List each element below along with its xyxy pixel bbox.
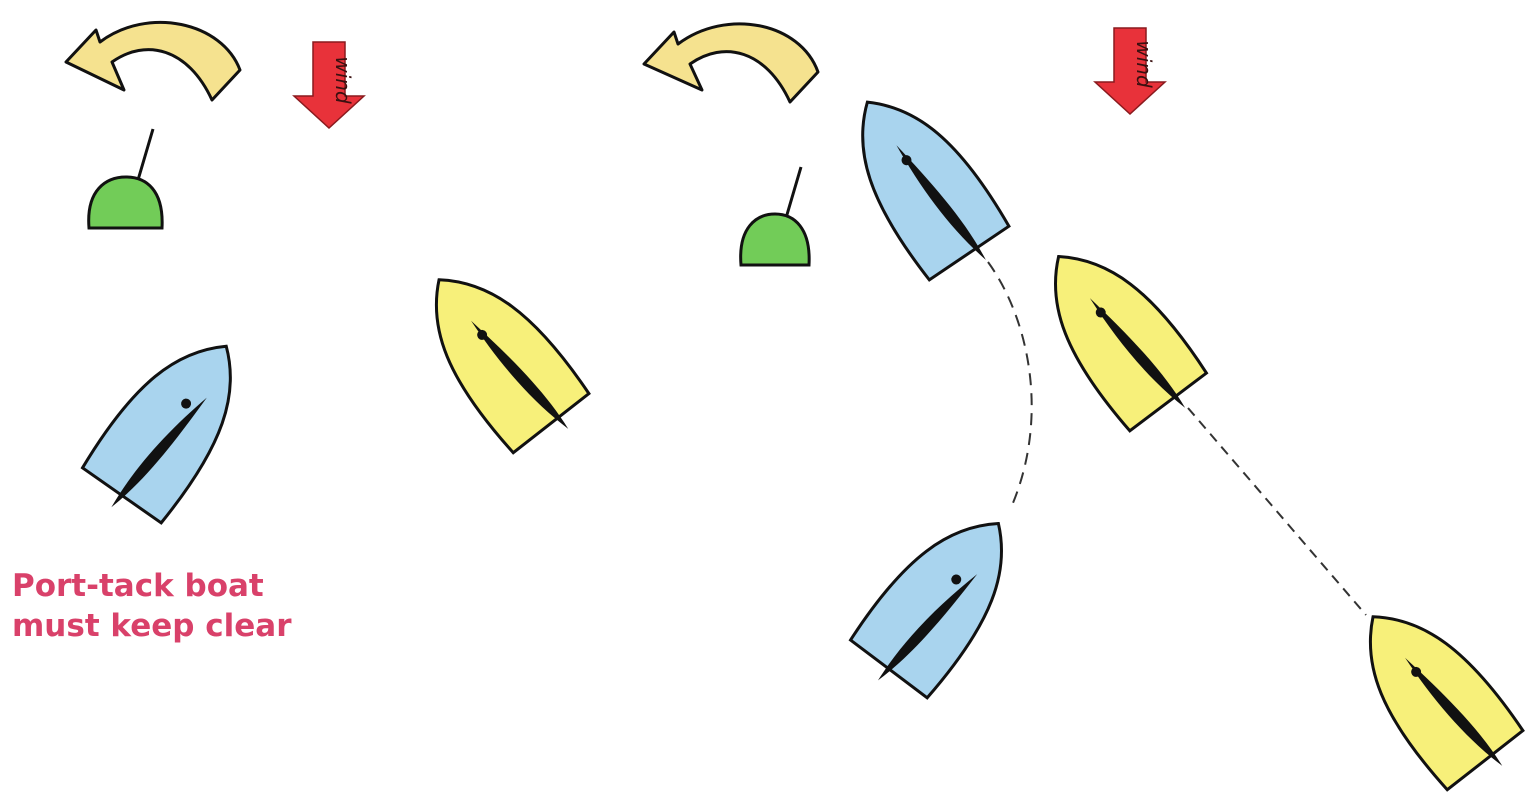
wind-arrow-icon: wind bbox=[294, 42, 364, 128]
wind-label: wind bbox=[1132, 40, 1156, 88]
starboard-boat-track bbox=[1188, 408, 1366, 615]
right-panel: wind bbox=[644, 24, 1526, 794]
starboard-tack-boat-position-1 bbox=[1334, 586, 1526, 794]
buoy-icon bbox=[89, 129, 162, 228]
port-tack-boat bbox=[72, 318, 267, 537]
port-tack-boat-position-1 bbox=[840, 494, 1038, 712]
curved-arrow-left-icon bbox=[644, 24, 818, 102]
port-tack-boat-position-2 bbox=[826, 74, 1018, 293]
starboard-tack-boat-position-2 bbox=[1019, 227, 1217, 444]
buoy-icon bbox=[741, 167, 809, 265]
wind-arrow-icon: wind bbox=[1095, 28, 1165, 114]
curved-arrow-left-icon bbox=[66, 22, 240, 100]
caption-line-2: must keep clear bbox=[12, 606, 291, 646]
port-boat-track bbox=[988, 262, 1032, 510]
wind-label: wind bbox=[331, 56, 355, 104]
left-panel: wind bbox=[66, 22, 599, 536]
rule-caption: Port-tack boat must keep clear bbox=[12, 566, 291, 646]
starboard-tack-boat bbox=[400, 249, 599, 465]
caption-line-1: Port-tack boat bbox=[12, 566, 291, 606]
